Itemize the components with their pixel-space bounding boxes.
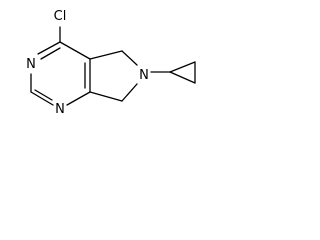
- atom-label-nitrogen-bottom: N: [55, 102, 65, 117]
- bond-n1-c2: [30, 91, 54, 106]
- bond-n6-c7: [121, 83, 138, 102]
- chemical-structure-diagram: Cl N N N: [26, 9, 196, 117]
- atom-label-nitrogen-top: N: [26, 57, 36, 72]
- atom-label-nitrogen-ring: N: [139, 68, 149, 83]
- bond-n1-c2-inner: [34, 89, 53, 101]
- bond-c7a-n1: [66, 91, 91, 106]
- bond-c4a-c5: [89, 50, 123, 60]
- bond-n3-c4: [37, 41, 61, 55]
- bond-cyclopropyl-1: [169, 61, 196, 73]
- bond-n3-c4-inner: [40, 47, 61, 60]
- atom-label-chlorine: Cl: [54, 9, 67, 24]
- bond-c4-c4a: [59, 41, 91, 60]
- bond-cyclopropyl-3: [169, 71, 196, 84]
- bond-c7-c7a: [89, 91, 123, 102]
- bond-c5-n6: [121, 50, 138, 66]
